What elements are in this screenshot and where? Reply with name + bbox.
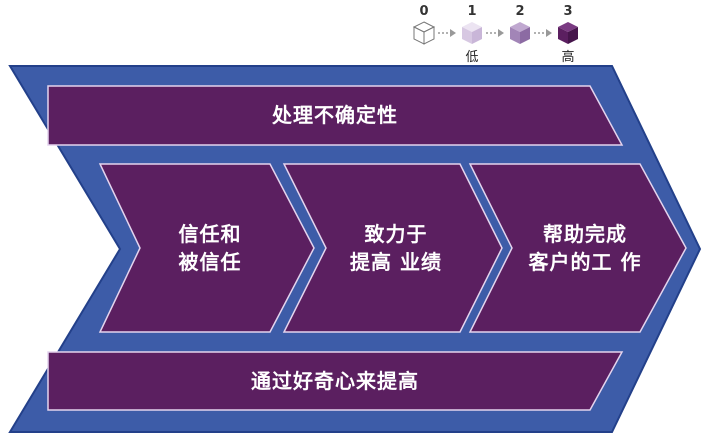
stage-1-label: 信任和 被信任 [140,220,280,276]
stage-2-chevron [282,163,503,333]
legend-level-1: 1 [467,4,477,19]
stage-3-line-2: 客户的工 作 [528,250,642,274]
legend-cube-3-icon [558,22,578,44]
stage-3-label: 帮助完成 客户的工 作 [510,220,660,276]
legend-arrow-icon [498,29,504,37]
stage-1-chevron [98,163,315,333]
legend-level-0: 0 [419,4,429,19]
legend-scale [412,21,578,45]
stage-2-line-1: 致力于 [364,222,428,246]
bottom-band-shape [47,351,624,411]
legend-level-3: 3 [563,4,573,19]
stage-1-line-2: 被信任 [178,250,242,274]
legend-cube-1-icon [462,22,482,44]
top-band-label: 处理不确定性 [272,103,398,127]
stage-2-line-2: 提高 业绩 [350,250,442,274]
legend-arrow-icon [546,29,552,37]
top-band-shape [47,85,624,146]
legend-cube-0-icon [412,21,436,45]
stage-1-line-1: 信任和 [178,222,242,246]
legend-high-label: 高 [561,50,575,65]
legend-arrow-icon [450,29,456,37]
bottom-band-label: 通过好奇心来提高 [251,369,419,393]
legend-level-2: 2 [515,4,525,19]
stage-3-line-1: 帮助完成 [543,222,627,246]
stage-3-chevron [468,163,687,333]
legend-cube-2-icon [510,22,530,44]
legend-low-label: 低 [465,50,479,65]
stage-2-label: 致力于 提高 业绩 [326,220,466,276]
